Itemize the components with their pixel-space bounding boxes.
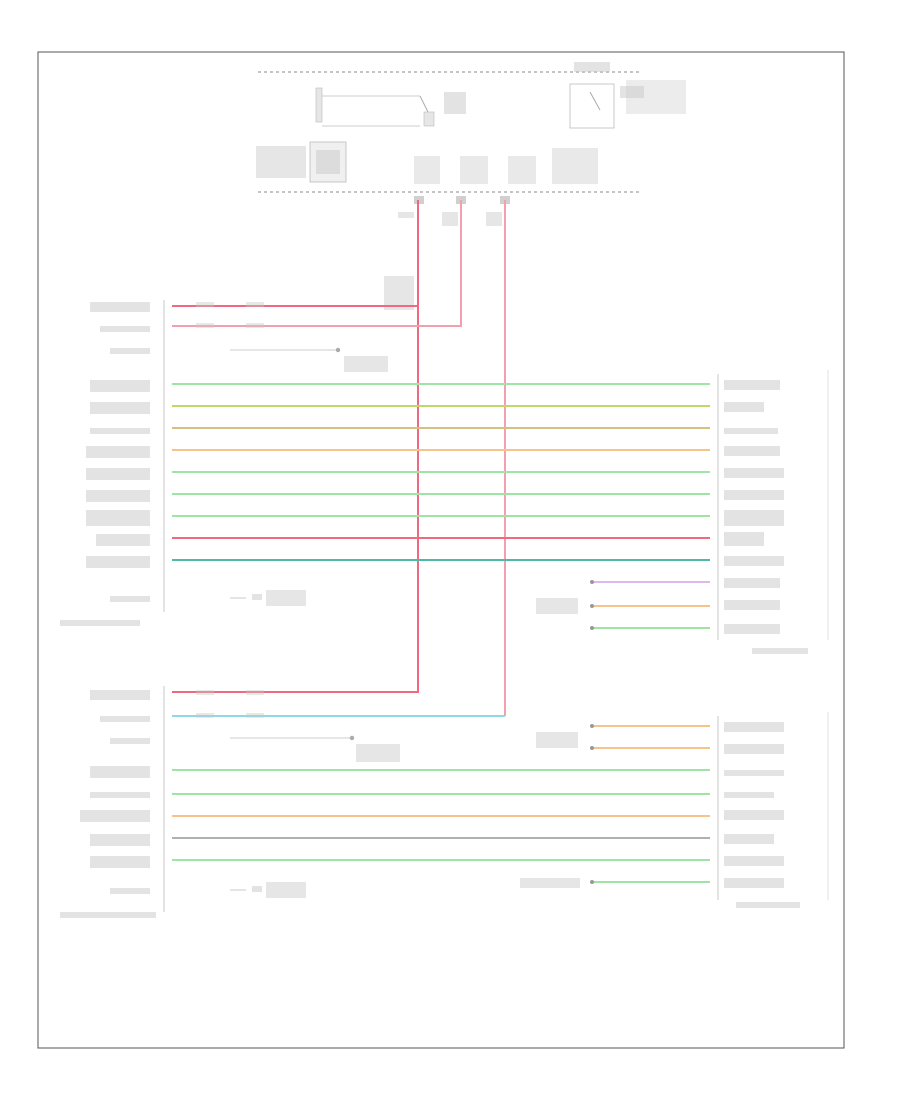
passenger-door-module [60, 686, 400, 918]
pin-labels-right-upper [724, 380, 808, 654]
driver-seat-switch [536, 370, 829, 654]
heater-label [536, 598, 578, 614]
splice-label [384, 276, 414, 310]
ground-icon-lower [230, 735, 400, 762]
p-heater-label-2 [520, 878, 580, 888]
relay-switch-icon [315, 87, 466, 127]
driver-signal-wires [172, 383, 710, 561]
p-heater-label [536, 732, 578, 748]
top-fuse-relay-box [256, 62, 686, 226]
passenger-signal-wires [172, 769, 710, 861]
feed-wires [172, 200, 506, 716]
passenger-seat-switch [520, 712, 829, 908]
relay-switch-icon-right [569, 62, 686, 129]
wire-color-labels [196, 302, 264, 718]
diagram-frame [37, 51, 845, 1049]
fuse-module-block [256, 141, 347, 183]
pin-labels-right-lower [724, 722, 800, 908]
splice-icon-lower [230, 882, 306, 898]
splice-icon [230, 590, 306, 606]
feed-wire-red [172, 200, 419, 693]
fuse-labels [414, 148, 598, 184]
pin-labels-left-lower [60, 690, 156, 918]
feed-wire-pink [172, 200, 462, 327]
driver-door-module [60, 300, 388, 626]
ground-icon [230, 347, 388, 372]
pin-labels-left-upper [60, 302, 150, 626]
